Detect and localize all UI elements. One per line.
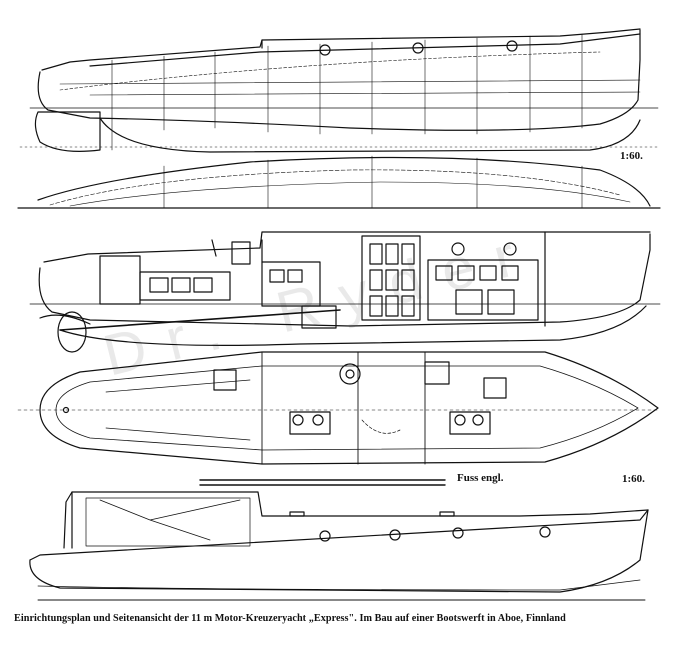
scale-label-bottom: 1:60. [622,473,645,485]
scale-label-top: 1:60. [620,150,643,162]
outboard-profile [29,491,649,601]
caption: Einrichtungsplan und Seitenansicht der 1… [14,613,566,624]
arrangement-section [29,231,661,353]
deck-plan [17,351,661,486]
lines-plan-profile [17,28,661,209]
scale-bar-unit: Fuss engl. [457,472,504,484]
